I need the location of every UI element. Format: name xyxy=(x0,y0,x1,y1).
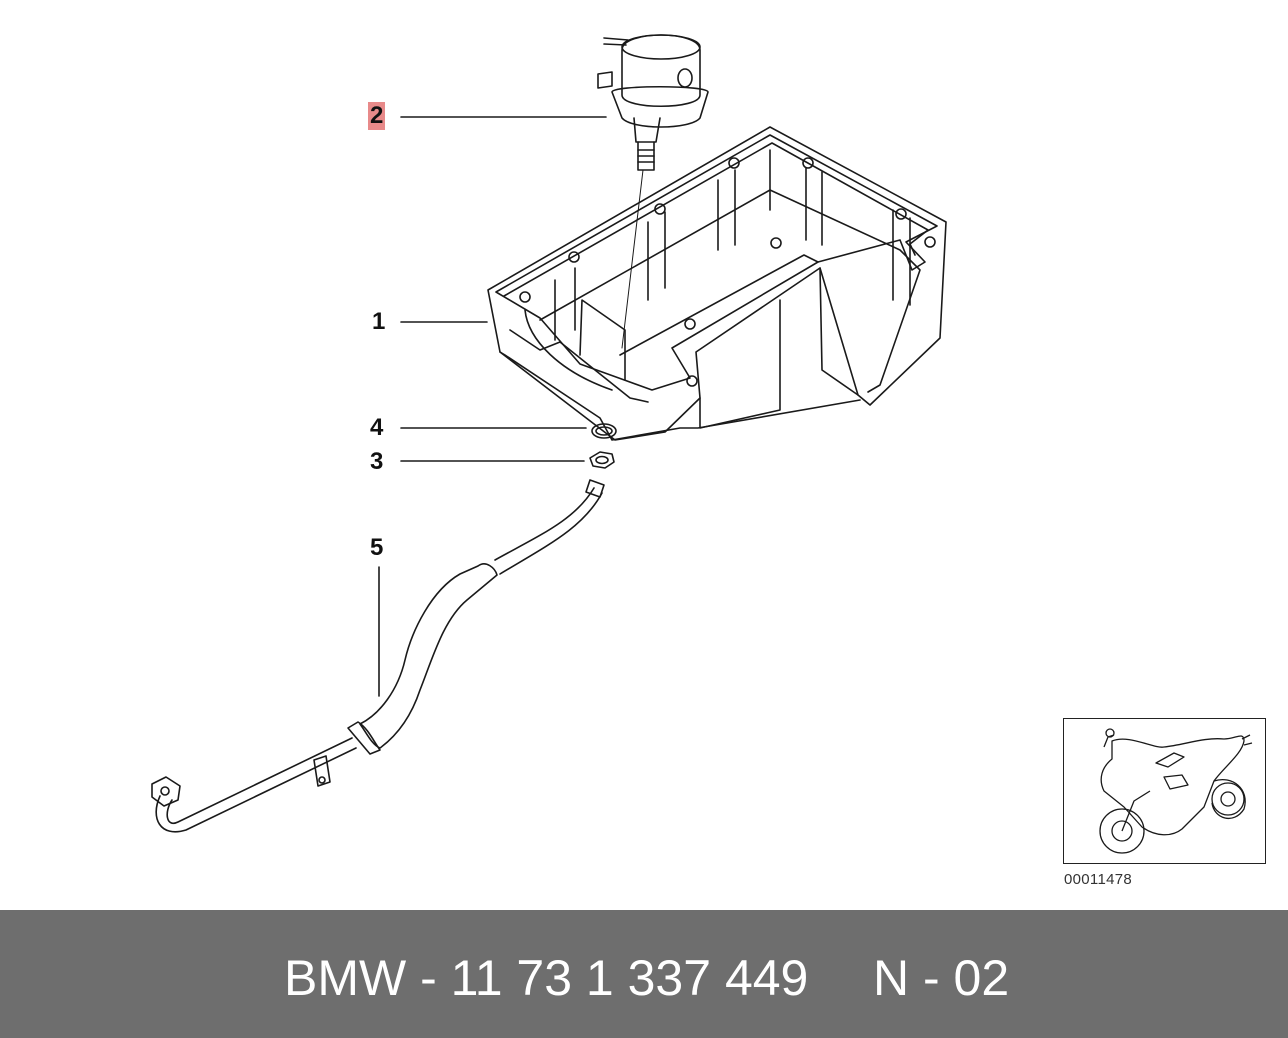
callout-4[interactable]: 4 xyxy=(370,414,384,441)
parts-diagram xyxy=(151,34,947,833)
diagram-ref-label: N - 02 xyxy=(873,950,1010,1006)
part-number-label: BMW - 11 73 1 337 449 xyxy=(284,950,809,1006)
sealing-ring-icon xyxy=(591,423,617,439)
pressure-valve-icon xyxy=(597,34,709,349)
oil-pan-icon xyxy=(487,126,947,441)
image-id-label: 00011478 xyxy=(1064,871,1133,888)
callout-5[interactable]: 5 xyxy=(370,534,384,561)
motorcycle-icon xyxy=(1099,728,1253,854)
footer-bar xyxy=(0,910,1288,1038)
callout-2[interactable]: 2 xyxy=(368,102,386,130)
callout-1[interactable]: 1 xyxy=(372,308,386,335)
hose-line-icon xyxy=(151,479,605,833)
union-nut-icon xyxy=(589,451,615,469)
location-thumbnail xyxy=(1063,718,1266,864)
callout-3[interactable]: 3 xyxy=(370,448,384,475)
